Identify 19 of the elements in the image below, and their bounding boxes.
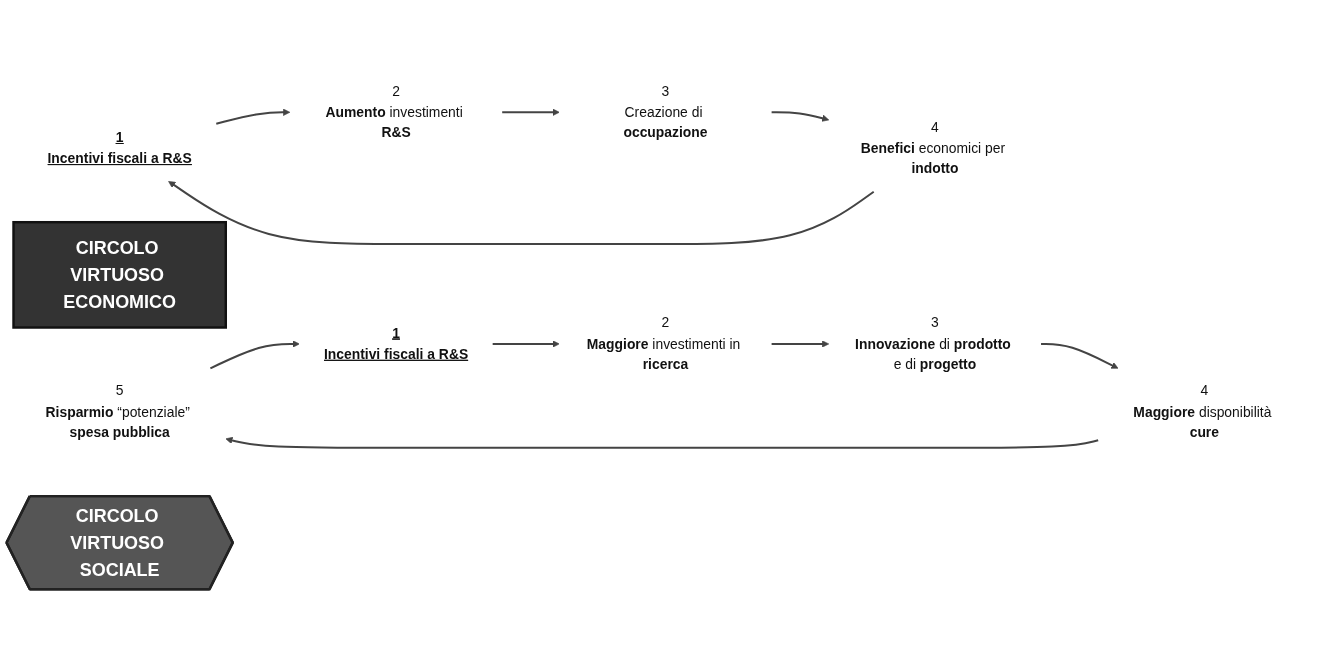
node-text: 3 Creazione di occupazione [623,83,708,141]
node-text: 4 Benefici economici per indotto [860,119,1006,177]
arrow [216,108,291,125]
node-text: 4 Maggiore disponibilità cure [1133,383,1272,441]
node-text: 2 Aumento investimenti R&S [325,83,463,141]
arrow [209,340,300,370]
arrow [492,340,560,348]
node-text: 1 Incentivi fiscali a R&S [47,129,192,167]
node-text: 2 Maggiore investimenti in ricerca [586,315,741,373]
arrow [168,181,875,246]
node-text: 1 Incentivi fiscali a R&S [323,325,469,362]
node-text: 5 Risparmio “potenziale” spesa pubblica [45,383,190,441]
arrow [502,108,560,116]
arrow [771,111,830,122]
node-box: CIRCOLO VIRTUOSO ECONOMICO [12,220,227,329]
arrow [771,340,830,348]
arrow [1041,342,1119,369]
node-text: 3 Innovazione di prodotto e di progetto [855,315,1011,373]
arrow [225,436,1099,449]
